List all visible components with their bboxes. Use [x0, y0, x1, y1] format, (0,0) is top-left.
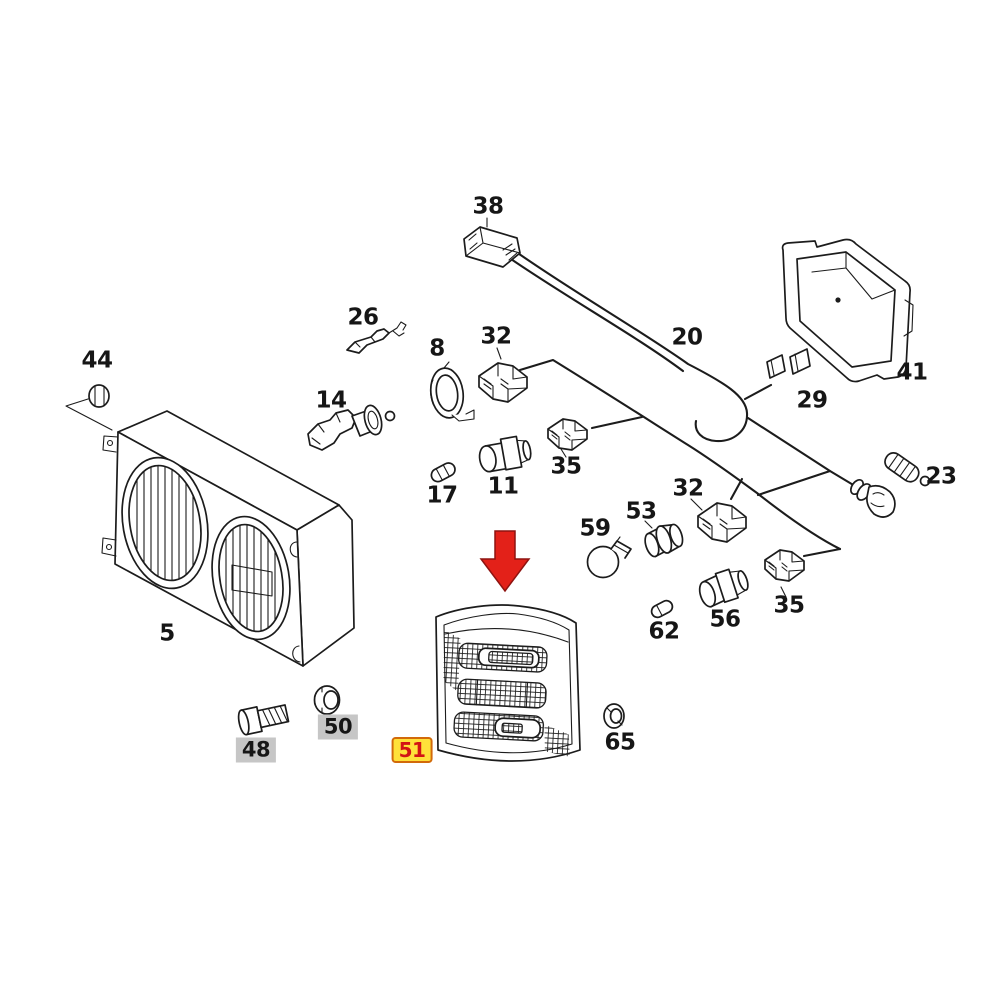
part-35a-connector	[547, 418, 588, 451]
part-17-bulb	[430, 462, 456, 483]
part-50-grommet-nut	[313, 685, 341, 715]
part-14-bulb-holder	[307, 404, 396, 451]
part-44-nut	[88, 384, 110, 408]
part-32a-connector	[478, 362, 528, 403]
harness-cable-20	[506, 247, 857, 558]
part-5-headlamp-unit	[101, 410, 355, 667]
part-62-bulb	[650, 599, 674, 619]
part-label-29: 29	[796, 387, 828, 414]
part-label-38: 38	[472, 193, 504, 220]
part-38-connector	[463, 226, 521, 268]
part-65-nut	[603, 703, 625, 729]
part-59-bulb	[586, 536, 632, 579]
part-48-screw	[237, 704, 290, 736]
part-label-26: 26	[347, 304, 379, 331]
part-53-socket	[644, 523, 684, 558]
part-label-41: 41	[896, 359, 928, 386]
part-label-5: 5	[159, 620, 175, 647]
part-label-53: 53	[625, 498, 657, 525]
part-29-clips	[766, 348, 811, 379]
part-51-tail-lamp-lens	[435, 604, 581, 762]
part-label-35a: 35	[550, 453, 582, 480]
part-label-65: 65	[604, 729, 636, 756]
pointer-arrow	[479, 530, 531, 593]
part-label-8: 8	[429, 335, 445, 362]
part-label-62: 62	[648, 618, 680, 645]
part-label-20: 20	[671, 324, 703, 351]
part-label-50: 50	[317, 714, 359, 740]
part-35b-connector	[764, 549, 805, 582]
part-label-56: 56	[709, 606, 741, 633]
part-label-51: 51	[391, 737, 433, 763]
part-label-11: 11	[487, 473, 519, 500]
part-23-socket-sleeve	[884, 452, 931, 487]
leader-lines	[65, 217, 787, 598]
part-56-socket	[698, 568, 749, 608]
part-11-socket	[478, 435, 532, 473]
part-26-terminal	[346, 321, 407, 354]
part-32b-connector	[697, 502, 747, 543]
part-label-32a: 32	[480, 323, 512, 350]
part-label-44: 44	[81, 347, 113, 374]
part-label-14: 14	[315, 387, 347, 414]
harness-bulb-socket	[849, 478, 896, 518]
part-label-35b: 35	[773, 592, 805, 619]
part-label-17: 17	[426, 482, 458, 509]
part-label-32b: 32	[672, 475, 704, 502]
part-label-23: 23	[925, 463, 957, 490]
part-41-housing	[781, 238, 914, 383]
part-8-holder-ring	[429, 361, 475, 422]
part-label-59: 59	[579, 515, 611, 542]
part-label-48: 48	[235, 737, 277, 763]
